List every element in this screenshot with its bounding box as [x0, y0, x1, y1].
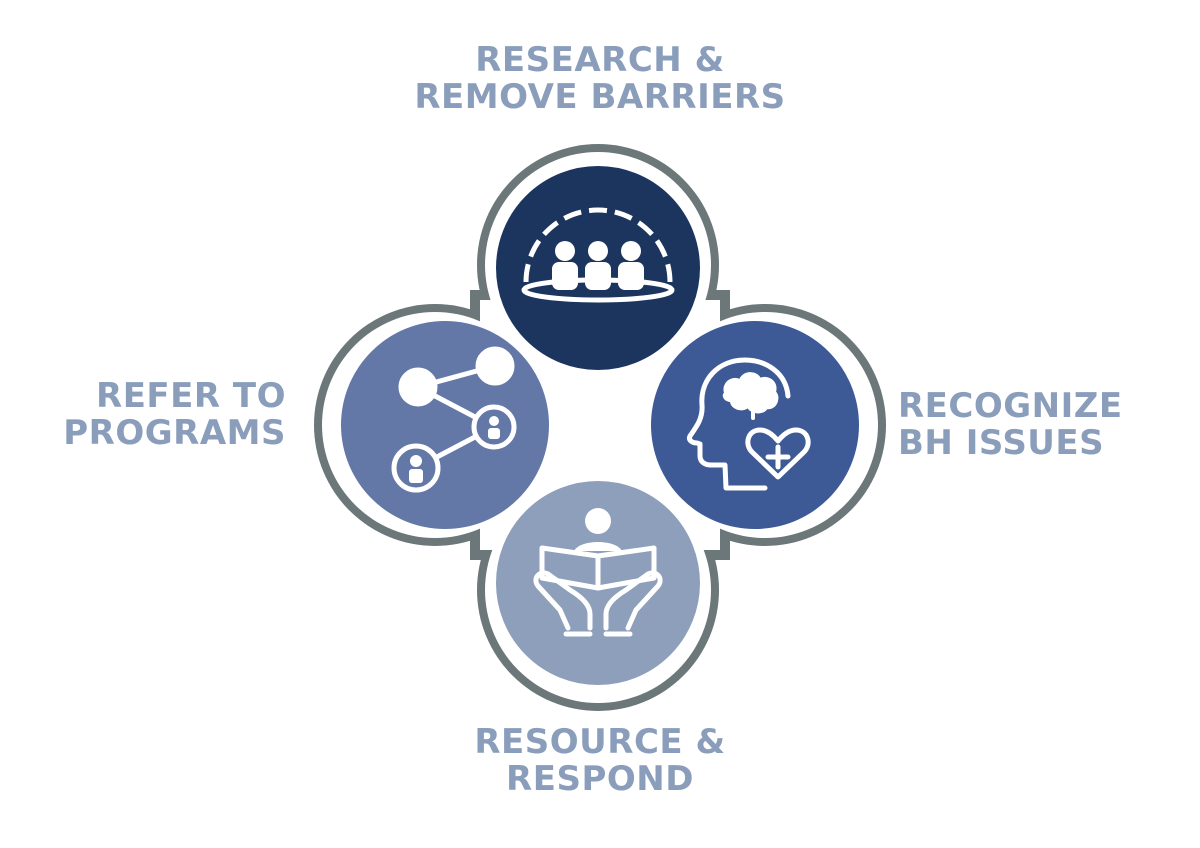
- refer-to-programs-label: REFER TO PROGRAMS: [20, 378, 286, 452]
- head-brain-heart-icon: [687, 357, 811, 491]
- resource-respond-label: RESOURCE & RESPOND: [320, 724, 880, 798]
- label-line: RECOGNIZE: [898, 386, 1123, 426]
- label-line: REFER TO: [96, 376, 286, 416]
- label-line: REMOVE BARRIERS: [414, 77, 786, 117]
- refer-to-programs-circle: [341, 321, 549, 529]
- label-line: RESEARCH &: [475, 40, 725, 80]
- label-line: RESOURCE &: [474, 722, 726, 762]
- label-line: BH ISSUES: [898, 423, 1105, 463]
- people-group-dome-icon: [521, 207, 675, 303]
- research-remove-barriers-label: RESEARCH & REMOVE BARRIERS: [300, 42, 900, 116]
- label-line: PROGRAMS: [63, 413, 286, 453]
- recognize-bh-issues-label: RECOGNIZE BH ISSUES: [898, 388, 1188, 462]
- hands-holding-person-icon: [533, 508, 663, 637]
- label-line: RESPOND: [506, 759, 694, 799]
- network-connections-icon: [391, 346, 517, 493]
- recognize-bh-issues-circle: [651, 321, 859, 529]
